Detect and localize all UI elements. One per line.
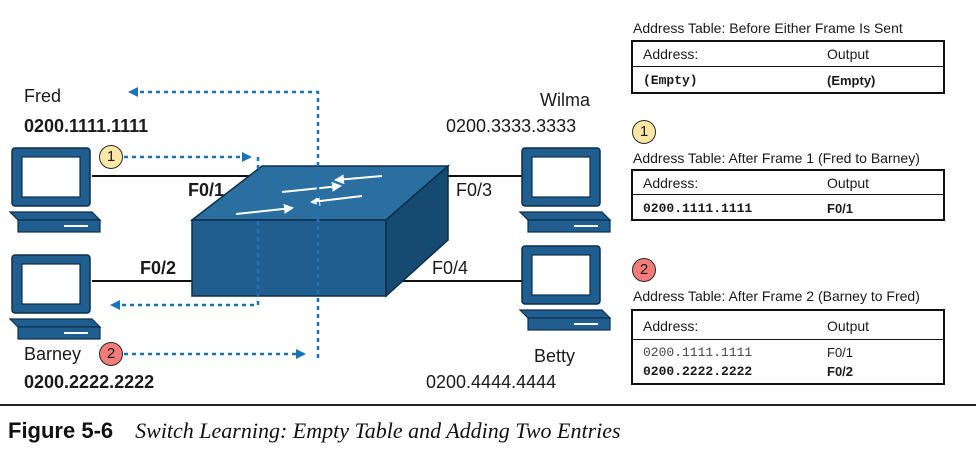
table-row-address: 0200.1111.1111 [643,345,753,360]
table-row-address: (Empty) [643,73,698,88]
port-label-f01: F0/1 [188,180,225,200]
frame-1-badge: 1 [99,145,123,169]
wilma-mac: 0200.3333.3333 [446,116,577,136]
port-label-f04: F0/4 [432,258,469,278]
table-row-address: 0200.2222.2222 [643,364,753,379]
table-row-output: F0/1 [827,201,854,216]
figure-number: Figure 5-6 [8,418,114,443]
port-label-f03: F0/3 [456,180,493,200]
table-2-badge: 2 [632,258,656,282]
table-row-output: F0/2 [827,364,854,379]
barney-name: Barney [24,344,82,364]
address-header: Address: [643,175,699,191]
table-after-2-title: Address Table: After Frame 2 (Barney to … [633,288,920,304]
fred-pc-icon [9,147,101,233]
wilma-name: Wilma [540,90,590,110]
table-before-title: Address Table: Before Either Frame Is Se… [633,20,903,36]
wilma-pc-icon [519,147,611,233]
table-after-1: Address: Output 0200.1111.1111 F0/1 [631,169,945,221]
table-row-output: F0/1 [827,345,854,360]
figure-title: Switch Learning: Empty Table and Adding … [135,418,621,443]
table-before: Address: Output (Empty) (Empty) [631,40,945,94]
betty-pc-icon [519,245,611,331]
table-row-output: (Empty) [827,73,876,88]
output-header: Output [827,175,870,191]
address-header: Address: [643,46,699,62]
table-after-2: Address: Output 0200.1111.1111 F0/1 0200… [631,309,945,385]
output-header: Output [827,318,870,334]
betty-name: Betty [534,346,576,366]
frame-1-path [110,152,260,310]
frame-2-badge: 2 [99,342,123,366]
table-after-1-title: Address Table: After Frame 1 (Fred to Ba… [633,150,920,166]
betty-mac: 0200.4444.4444 [426,372,557,392]
caption-rule [0,404,976,406]
switch-icon [189,164,451,298]
address-header: Address: [643,318,699,334]
frame-2-path [124,87,320,359]
fred-name: Fred [24,86,62,106]
output-header: Output [827,46,870,62]
barney-pc-icon [9,254,101,340]
table-row-address: 0200.1111.1111 [643,201,753,216]
barney-mac: 0200.2222.2222 [24,372,155,392]
fred-mac: 0200.1111.1111 [24,116,149,136]
table-1-badge: 1 [632,120,656,144]
figure-caption: Figure 5-6 Switch Learning: Empty Table a… [8,418,621,444]
port-label-f02: F0/2 [140,258,177,278]
